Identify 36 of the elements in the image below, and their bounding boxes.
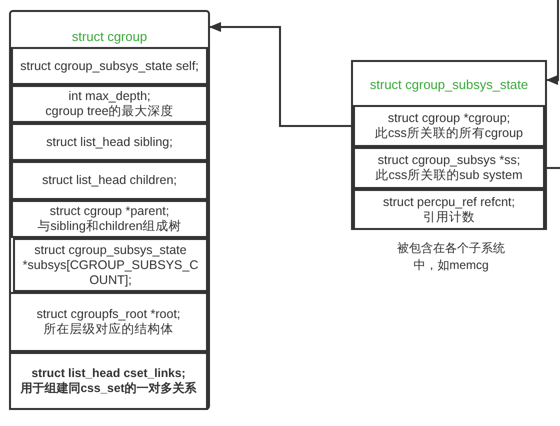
arrow bbox=[209, 22, 353, 127]
field-box bbox=[353, 147, 545, 189]
field-text: struct percpu_ref refcnt; bbox=[382, 194, 515, 210]
struct-title: struct cgroup_subsys_state bbox=[368, 76, 530, 92]
field-text: struct cgroup *cgroup; bbox=[388, 111, 510, 126]
field-text: int max_depth; bbox=[68, 89, 150, 104]
struct-box bbox=[351, 60, 547, 230]
field-box bbox=[11, 123, 208, 161]
field-box bbox=[11, 85, 208, 123]
field-text: 此css所关联的sub system bbox=[376, 168, 522, 183]
struct-box bbox=[9, 10, 210, 410]
field-text: struct list_head cset_links; bbox=[31, 366, 186, 381]
field-box bbox=[9, 352, 208, 410]
field-text: struct cgroup_subsys_state *subsys[CGROUP_SUBSYS_COUNT]; bbox=[22, 242, 200, 288]
field-box bbox=[353, 105, 545, 147]
field-text: struct cgroup_subsys_state self; bbox=[20, 58, 199, 74]
field-box bbox=[11, 200, 208, 238]
field-text: 引用计数 bbox=[423, 210, 475, 224]
field-text: struct cgroup *parent; bbox=[50, 204, 170, 219]
note-text: 被包含在各个子系统中，如memcg bbox=[396, 240, 506, 274]
field-text: struct list_head sibling; bbox=[46, 134, 173, 150]
field-box bbox=[353, 189, 545, 230]
struct-title: struct cgroup bbox=[70, 28, 148, 44]
field-box bbox=[11, 47, 208, 85]
field-text: struct list_head children; bbox=[42, 173, 177, 188]
field-box bbox=[13, 238, 208, 292]
field-box bbox=[9, 292, 208, 352]
arrow bbox=[546, 0, 559, 85]
field-box bbox=[11, 161, 208, 200]
field-text: 与sibling和children组成树 bbox=[37, 219, 182, 234]
field-text: 此css所关联的所有cgroup bbox=[375, 126, 523, 141]
field-text: 用于组建同css_set的一对多关系 bbox=[20, 381, 197, 396]
field-text: struct cgroup_subsys *ss; bbox=[378, 153, 520, 168]
field-text: struct cgroupfs_root *root; bbox=[36, 307, 180, 322]
field-text: cgroup tree的最大深度 bbox=[45, 104, 174, 119]
field-text: 所在层级对应的结构体 bbox=[44, 322, 174, 337]
